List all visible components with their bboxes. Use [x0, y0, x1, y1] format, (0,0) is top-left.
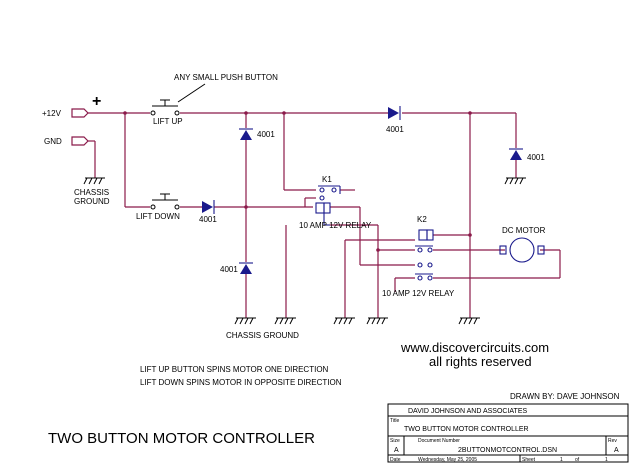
- ground-right-diode: [504, 177, 526, 185]
- pushbutton-lift-down: [150, 193, 180, 210]
- tb-date-value: Wednesday, May 25, 2005: [418, 457, 477, 463]
- diode-top-right: [388, 106, 401, 120]
- diode-top-mid: [239, 128, 253, 140]
- label-chassis-left-2: GROUND: [74, 197, 110, 206]
- tb-rev-label: Rev: [608, 438, 617, 444]
- ground-mid: [234, 317, 256, 325]
- label-plus12v: +12V: [42, 109, 62, 118]
- label-relay-k2: K2: [417, 215, 427, 224]
- ground-chassis: [274, 317, 296, 325]
- tb-title-label: Title: [390, 418, 399, 424]
- label-diode-lift-down: 4001: [199, 215, 217, 224]
- tb-of-value: 1: [605, 457, 608, 463]
- diode-lower-mid: [239, 262, 253, 274]
- label-plus-sign: +: [92, 93, 101, 110]
- wires: [88, 112, 561, 318]
- tb-size-value: A: [394, 447, 399, 454]
- label-relay-k2-desc: 10 AMP 12V RELAY: [382, 289, 455, 298]
- tb-company: DAVID JOHNSON AND ASSOCIATES: [408, 408, 527, 415]
- junction-dots: [123, 111, 472, 252]
- drawn-by: DRAWN BY: DAVE JOHNSON: [510, 392, 620, 401]
- tb-of-label: of: [575, 457, 580, 463]
- label-push-button-note: ANY SMALL PUSH BUTTON: [174, 73, 278, 82]
- tb-date-label: Date: [390, 457, 401, 463]
- label-diode-lower-mid: 4001: [220, 265, 238, 274]
- label-relay-k1-desc: 10 AMP 12V RELAY: [299, 221, 372, 230]
- main-title: TWO BUTTON MOTOR CONTROLLER: [48, 430, 315, 447]
- website-text: www.discovercircuits.com: [400, 340, 549, 355]
- ground-left: [83, 177, 105, 185]
- terminal-plus12v: [71, 108, 89, 118]
- ground-k1-a: [333, 317, 355, 325]
- pushbutton-lift-up: [150, 99, 180, 116]
- title-block: [387, 403, 629, 463]
- tb-size-label: Size: [390, 438, 400, 444]
- note-line-2: LIFT DOWN SPINS MOTOR IN OPPOSITE DIRECT…: [140, 378, 342, 387]
- tb-docnum-label: Document Number: [418, 438, 460, 444]
- label-diode-top-right: 4001: [386, 125, 404, 134]
- relay-k1: [315, 185, 341, 226]
- label-diode-top-mid: 4001: [257, 130, 275, 139]
- diode-lift-down: [202, 200, 215, 214]
- terminal-gnd: [71, 136, 89, 146]
- label-diode-right: 4001: [527, 153, 545, 162]
- label-chassis-left-1: CHASSIS: [74, 188, 109, 197]
- tb-rev-value: A: [614, 447, 619, 454]
- tb-sheet-label: Sheet: [522, 457, 536, 463]
- label-chassis-ground-bottom: CHASSIS GROUND: [226, 331, 299, 340]
- label-gnd: GND: [44, 137, 62, 146]
- rights-text: all rights reserved: [429, 354, 532, 369]
- note-pointer-line: [177, 83, 206, 103]
- dc-motor: [499, 237, 545, 263]
- note-line-1: LIFT UP BUTTON SPINS MOTOR ONE DIRECTION: [140, 365, 329, 374]
- label-dc-motor: DC MOTOR: [502, 226, 546, 235]
- tb-title-value: TWO BUTTON MOTOR CONTROLLER: [404, 426, 529, 433]
- label-relay-k1: K1: [322, 175, 332, 184]
- relay-k2: [415, 229, 434, 281]
- label-lift-down: LIFT DOWN: [136, 212, 180, 221]
- label-lift-up: LIFT UP: [153, 117, 183, 126]
- tb-docnum-value: 2BUTTONMOTCONTROL.DSN: [458, 447, 557, 454]
- diode-right: [509, 148, 523, 160]
- tb-sheet-value: 1: [560, 457, 563, 463]
- ground-k1-b: [366, 317, 388, 325]
- ground-right: [458, 317, 480, 325]
